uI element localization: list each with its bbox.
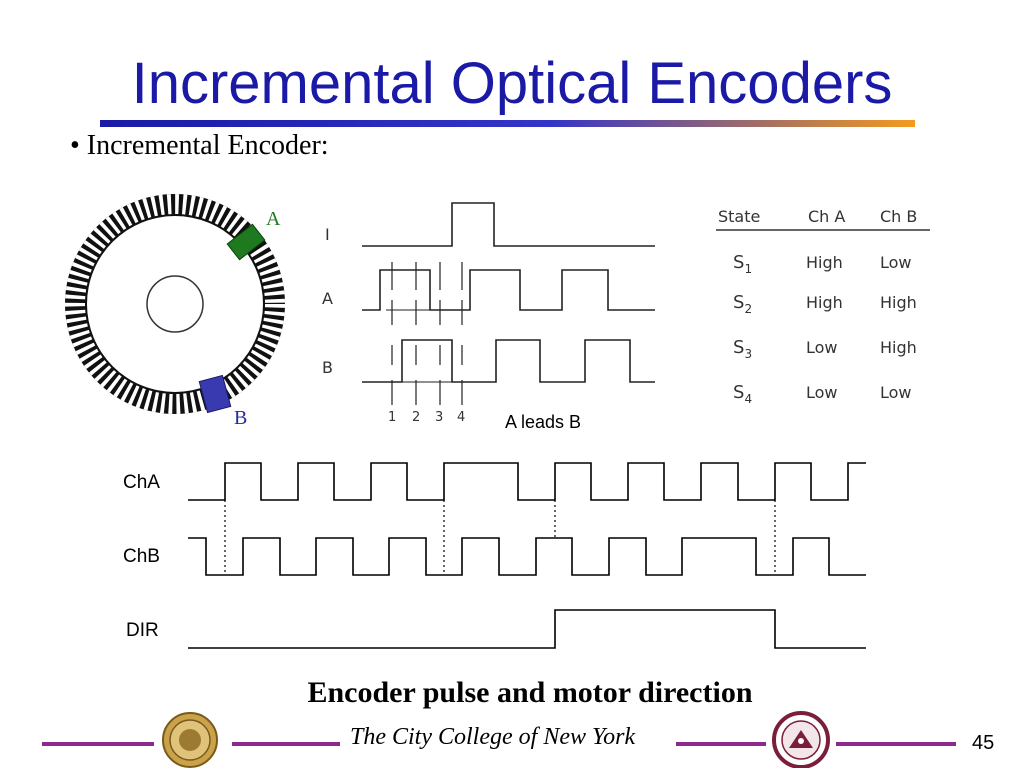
- sensor-b: [198, 374, 232, 414]
- sensor-a-label: A: [266, 208, 281, 230]
- encoder-disk: [65, 194, 285, 414]
- sketch-state-markers: [386, 262, 470, 405]
- chb-waveform: [188, 537, 866, 576]
- dir-label: DIR: [126, 620, 159, 641]
- disk-hub: [146, 275, 204, 333]
- bullet-incremental-encoder: • Incremental Encoder:: [70, 130, 329, 161]
- dir-waveform: [188, 609, 866, 649]
- sketch-waveforms: [362, 202, 655, 405]
- state-table-row-4-chb: Low: [880, 383, 912, 402]
- footer-rule-mid-right: [676, 742, 766, 746]
- disk-slots: [65, 194, 285, 414]
- state-table-row-4-state: S4: [733, 382, 752, 406]
- slide-title: Incremental Optical Encoders: [131, 51, 893, 116]
- sketch-tick-4: 4: [457, 410, 465, 425]
- footer-rule-right: [836, 742, 956, 746]
- state-table: State Ch A Ch B S1 High Low S2 High High…: [716, 207, 930, 406]
- state-table-row-1-state: S1: [733, 252, 752, 276]
- state-table-row-2-cha: High: [806, 293, 843, 312]
- state-table-row-1-chb: Low: [880, 253, 912, 272]
- state-table-row-2-chb: High: [880, 293, 917, 312]
- state-table-row-3-cha: Low: [806, 338, 838, 357]
- a-leads-b-note: A leads B: [505, 412, 581, 432]
- state-table-row-3-state: S3: [733, 337, 752, 361]
- timing-diagram: [188, 462, 866, 649]
- sketch-wave-b: [362, 339, 655, 383]
- sketch-tick-3: 3: [435, 410, 443, 425]
- sketch-wave-i: [362, 202, 655, 247]
- sensor-b-label: B: [234, 407, 247, 429]
- sketch-label-b: B: [322, 358, 333, 377]
- title-underline: [100, 120, 915, 127]
- footer-rule-mid-left: [232, 742, 340, 746]
- state-table-row-4-cha: Low: [806, 383, 838, 402]
- sketch-tick-2: 2: [412, 410, 420, 425]
- state-table-header-state: State: [718, 207, 760, 226]
- state-table-row-3-chb: High: [880, 338, 917, 357]
- timing-dashed-markers: [224, 500, 776, 575]
- footer-institution: The City College of New York: [350, 724, 636, 750]
- sketch-tick-1: 1: [388, 410, 396, 425]
- sensor-a: [226, 223, 266, 261]
- chb-label: ChB: [123, 546, 160, 567]
- cha-waveform: [188, 462, 866, 501]
- footer-rule-left: [42, 742, 154, 746]
- sketch-label-i: I: [325, 225, 330, 244]
- sketch-label-a: A: [322, 289, 333, 308]
- state-table-row-2-state: S2: [733, 292, 752, 316]
- state-table-row-1-cha: High: [806, 253, 843, 272]
- figure-caption: Encoder pulse and motor direction: [307, 676, 753, 709]
- sketch-wave-a: [362, 269, 655, 311]
- page-number: 45: [972, 732, 995, 754]
- cha-label: ChA: [123, 472, 160, 493]
- state-table-header-cha: Ch A: [808, 207, 845, 226]
- state-table-header-chb: Ch B: [880, 207, 917, 226]
